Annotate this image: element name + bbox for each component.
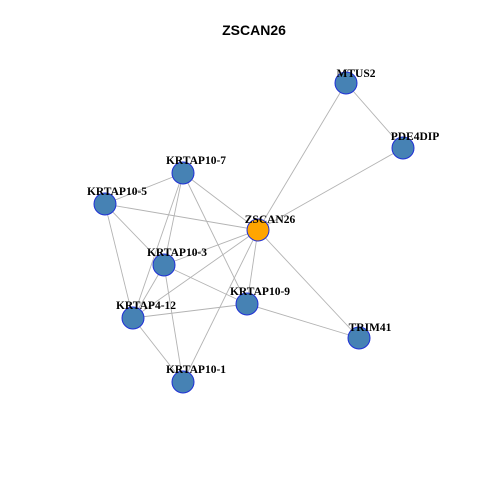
node-krtap10-7[interactable] [171,161,195,185]
node-mtus2[interactable] [334,71,358,95]
node-layer [93,71,415,394]
graph-title: ZSCAN26 [222,22,286,38]
node-krtap4-12[interactable] [121,306,145,330]
edge-krtap10-3-krtap10-1 [163,264,184,383]
edge-pde4dip-zscan26 [257,147,404,231]
edge-zscan26-trim41 [257,229,360,339]
edge-krtap10-7-krtap4-12 [132,172,184,319]
edge-zscan26-krtap10-1 [182,229,259,383]
edge-mtus2-pde4dip [345,82,404,149]
edge-krtap10-7-krtap10-5 [104,172,184,205]
node-label-krtap10-3: KRTAP10-3 [147,247,207,259]
edge-krtap10-5-krtap10-3 [104,203,165,266]
node-krtap10-5[interactable] [93,192,117,216]
edge-zscan26-krtap10-3 [163,229,259,266]
edge-krtap10-7-zscan26 [182,172,259,231]
node-pde4dip[interactable] [391,136,415,160]
node-krtap10-1[interactable] [171,370,195,394]
node-label-trim41: TRIM41 [349,322,392,334]
node-label-zscan26: ZSCAN26 [245,214,296,226]
edge-krtap10-7-krtap10-9 [182,172,248,305]
node-label-krtap10-5: KRTAP10-5 [87,186,147,198]
node-trim41[interactable] [347,326,371,350]
node-label-pde4dip: PDE4DIP [391,131,440,143]
edge-zscan26-krtap4-12 [132,229,259,319]
node-label-mtus2: MTUS2 [337,68,376,80]
edge-krtap4-12-krtap10-1 [132,317,184,383]
node-zscan26[interactable] [246,218,270,242]
edge-zscan26-krtap10-9 [246,229,259,305]
node-label-krtap4-12: KRTAP4-12 [116,300,176,312]
node-label-krtap10-9: KRTAP10-9 [230,286,290,298]
edge-krtap10-5-krtap4-12 [104,203,134,319]
edge-layer [104,82,404,383]
node-label-krtap10-1: KRTAP10-1 [166,364,226,376]
edge-krtap10-3-krtap10-9 [163,264,248,305]
edge-krtap4-12-krtap10-9 [132,303,248,319]
node-krtap10-9[interactable] [235,292,259,316]
edge-mtus2-zscan26 [257,82,347,231]
edge-krtap10-7-krtap10-3 [163,172,184,266]
edge-krtap10-9-trim41 [246,303,360,339]
node-label-krtap10-7: KRTAP10-7 [166,155,226,167]
node-krtap10-3[interactable] [152,253,176,277]
edge-krtap10-5-zscan26 [104,203,259,231]
